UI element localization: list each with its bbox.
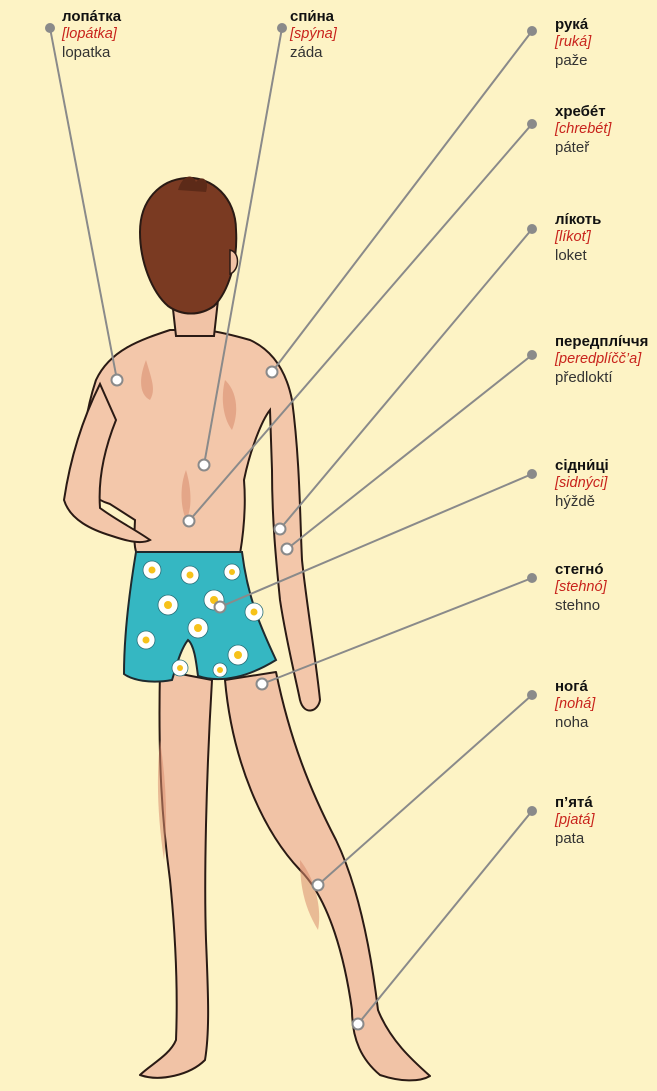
label-lopatka: лопáтка[lopátka]lopatka [62,8,121,62]
label-dot-peredplichchia [527,350,537,360]
label-dot-stehno [527,573,537,583]
leader-line-spyna [204,28,282,465]
body-point-peredplichchia [282,544,293,555]
czech-translation: předloktí [555,369,648,387]
transcription: [nohá] [555,696,595,714]
body-point-ruka [267,367,278,378]
leader-line-sidnytsi [220,474,532,607]
label-sidnytsi: сідни́ці[sidnýci]hýždě [555,457,609,511]
transcription: [ruká] [555,34,591,52]
ukrainian-term: ногá [555,678,595,696]
czech-translation: noha [555,714,595,732]
label-khrebet: хребéт[chrebét]páteř [555,103,611,157]
transcription: [peredplíčč’a] [555,351,648,369]
body-point-noha [313,880,324,891]
leader-line-lopatka [50,28,117,380]
label-dot-spyna [277,23,287,33]
transcription: [líkoť] [555,229,601,247]
ukrainian-term: передплíччя [555,333,648,351]
label-dot-khrebet [527,119,537,129]
leader-line-khrebet [189,124,532,521]
leader-line-likot [280,229,532,529]
czech-translation: stehno [555,597,607,615]
body-point-likot [275,524,286,535]
ukrainian-term: лíкоть [555,211,601,229]
czech-translation: paže [555,52,591,70]
leader-line-piata [358,811,532,1024]
czech-translation: lopatka [62,44,121,62]
transcription: [sidnýci] [555,475,609,493]
label-spyna: спи́на[spýna]záda [290,8,337,62]
body-point-stehno [257,679,268,690]
leader-line-ruka [272,31,532,372]
transcription: [stehnó] [555,579,607,597]
label-noha: ногá[nohá]noha [555,678,595,732]
ukrainian-term: п’ятá [555,794,595,812]
transcription: [chrebét] [555,121,611,139]
ukrainian-term: лопáтка [62,8,121,26]
czech-translation: páteř [555,139,611,157]
transcription: [spýna] [290,26,337,44]
label-likot: лíкоть[líkoť]loket [555,211,601,265]
label-peredplichchia: передплíччя[peredplíčč’a]předloktí [555,333,648,387]
transcription: [lopátka] [62,26,121,44]
leader-line-stehno [262,578,532,684]
leader-line-noha [318,695,532,885]
czech-translation: loket [555,247,601,265]
body-point-lopatka [112,375,123,386]
ukrainian-term: стегнó [555,561,607,579]
label-piata: п’ятá[pjatá]pata [555,794,595,848]
label-ruka: рукá[ruká]paže [555,16,591,70]
ukrainian-term: сідни́ці [555,457,609,475]
ukrainian-term: спи́на [290,8,337,26]
czech-translation: hýždě [555,493,609,511]
body-point-spyna [199,460,210,471]
ukrainian-term: хребéт [555,103,611,121]
label-dot-likot [527,224,537,234]
label-dot-lopatka [45,23,55,33]
czech-translation: pata [555,830,595,848]
label-dot-piata [527,806,537,816]
body-point-khrebet [184,516,195,527]
transcription: [pjatá] [555,812,595,830]
czech-translation: záda [290,44,337,62]
leader-line-peredplichchia [287,355,532,549]
label-dot-sidnytsi [527,469,537,479]
body-point-piata [353,1019,364,1030]
label-dot-ruka [527,26,537,36]
body-point-sidnytsi [215,602,226,613]
ukrainian-term: рукá [555,16,591,34]
label-stehno: стегнó[stehnó]stehno [555,561,607,615]
label-dot-noha [527,690,537,700]
